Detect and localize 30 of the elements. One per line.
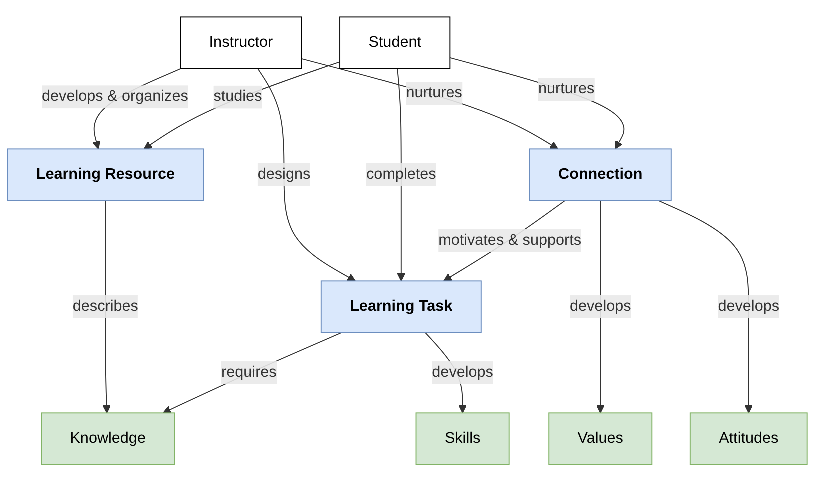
edge-label: designs	[258, 166, 311, 183]
edge-label: develops	[432, 364, 494, 381]
node-box: Values	[548, 412, 653, 466]
node-box: Attitudes	[690, 412, 808, 466]
arrow	[397, 68, 406, 282]
edge-label: describes	[72, 298, 138, 315]
node-box: Skills	[416, 412, 510, 466]
arrow	[144, 62, 341, 150]
edge-label: develops	[718, 298, 780, 315]
node-box: Connection	[529, 148, 672, 202]
node-box: Learning Resource	[7, 148, 204, 202]
arrow	[658, 200, 754, 414]
arrow	[162, 332, 342, 414]
edge-label: studies	[214, 88, 262, 105]
node-box: Instructor	[180, 16, 302, 70]
edge-label: nurtures	[406, 85, 462, 102]
arrow	[596, 200, 605, 414]
edge-label: motivates & supports	[438, 232, 582, 249]
edge-label: develops & organizes	[42, 88, 188, 105]
arrow	[102, 200, 112, 414]
edge-label: nurtures	[538, 80, 595, 98]
edge-label: completes	[366, 166, 436, 183]
node-box: Learning Task	[320, 280, 482, 334]
edge-label: develops	[570, 298, 632, 315]
node-box: Knowledge	[41, 412, 176, 466]
arrow	[258, 68, 356, 282]
edge-label: requires	[222, 364, 277, 381]
node-box: Student	[340, 16, 451, 70]
arrow	[450, 57, 625, 150]
arrow	[301, 58, 559, 150]
